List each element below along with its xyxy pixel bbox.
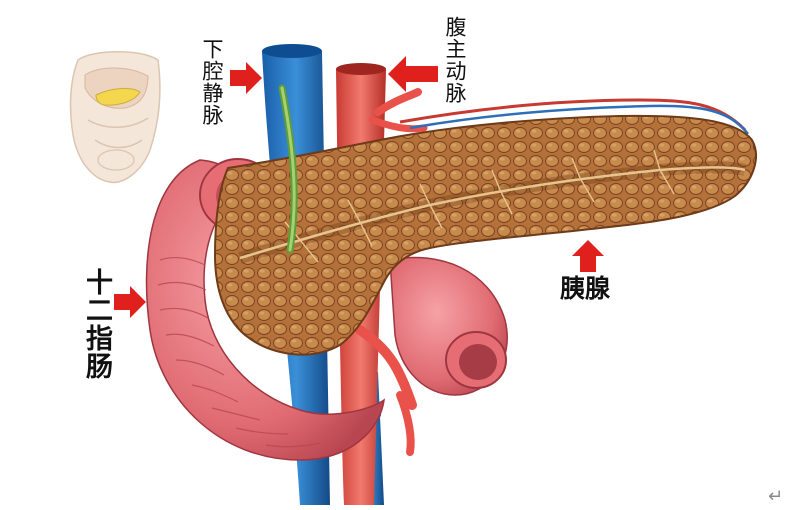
label-duodenum: 十二指肠 — [81, 268, 112, 380]
label-inferior-vena-cava: 下腔静脉 — [200, 38, 224, 126]
splenic-vessels — [399, 98, 749, 135]
arrow-ivc — [230, 62, 262, 94]
arrow-aorta — [388, 56, 438, 92]
arrow-pancreas — [572, 240, 604, 272]
arrow-duodenum — [114, 286, 146, 318]
pancreas — [213, 84, 757, 356]
label-pancreas: 胰腺 — [560, 274, 611, 303]
body-inset-illustration — [69, 51, 161, 184]
return-mark: ↵ — [768, 486, 784, 507]
label-abdominal-aorta: 腹主动脉 — [443, 16, 467, 104]
